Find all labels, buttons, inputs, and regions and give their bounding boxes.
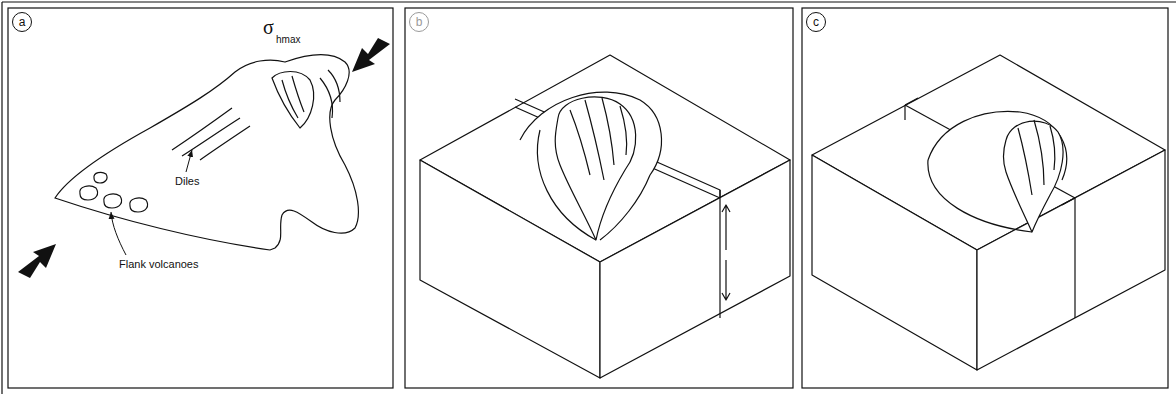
panel-letter: c xyxy=(813,16,819,28)
stress-symbol: hmax xyxy=(275,34,301,45)
panel-letter: b xyxy=(416,16,423,28)
panel-letter: a xyxy=(19,16,26,28)
leader-line xyxy=(111,212,126,255)
fault-block xyxy=(420,55,790,378)
stress-symbol: σ xyxy=(262,16,275,38)
fault-block xyxy=(812,55,1165,370)
leader-line xyxy=(186,150,192,172)
stress-arrow xyxy=(352,38,390,72)
panel-letter-circle: a xyxy=(12,12,32,32)
panel-frame xyxy=(405,8,793,388)
stress-arrow xyxy=(18,244,56,278)
volcano-plan xyxy=(55,55,358,250)
annotation-label: Flank volcanoes xyxy=(118,258,200,270)
panel-frame xyxy=(802,8,1168,388)
panel-letter-circle: b xyxy=(409,12,429,32)
frame-line xyxy=(2,1,1176,2)
annotation-label: Diles xyxy=(174,175,200,187)
frame-line xyxy=(1,2,2,394)
panel-frame xyxy=(8,8,393,388)
panel-letter-circle: c xyxy=(806,12,826,32)
